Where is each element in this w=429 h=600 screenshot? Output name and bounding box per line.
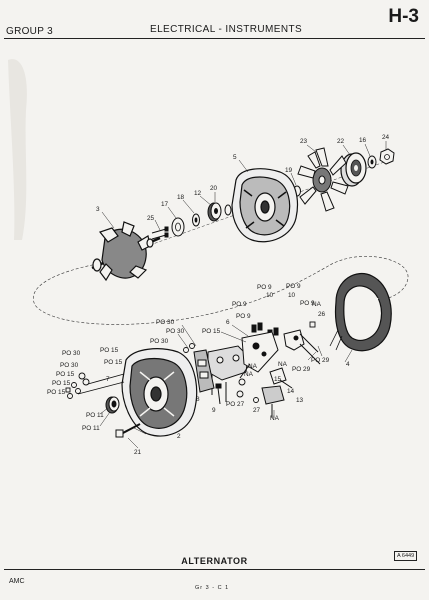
callout-17: 17 — [161, 201, 169, 208]
slip-ring-end-housing-part-2 — [121, 348, 198, 437]
heat-sink-part-6 — [239, 331, 279, 379]
callout-po15-c: PO 15 — [104, 359, 123, 366]
callout-po11-a: PO 11 — [86, 412, 104, 419]
retainer-part-17 — [171, 217, 185, 237]
callout-2: 2 — [177, 433, 181, 440]
callout-20: 20 — [210, 185, 218, 192]
callout-na-2: NA — [248, 363, 258, 370]
pulley-part-22 — [340, 152, 367, 187]
page-code: H-3 — [388, 6, 419, 27]
callout-24: 24 — [382, 134, 390, 141]
washer-part-16 — [367, 155, 377, 169]
callout-po9-c: PO 9 — [232, 301, 247, 308]
callout-po9-a: PO 9 — [257, 284, 272, 291]
callout-27: 27 — [253, 407, 261, 414]
callout-po9-b: PO 9 — [286, 283, 301, 290]
collar-part-12 — [224, 204, 232, 216]
paper-smudge — [8, 59, 27, 240]
callout-18: 18 — [177, 194, 185, 201]
callout-po11-b: PO 11 — [82, 425, 100, 432]
footer-rule — [4, 569, 425, 570]
insulator-part-26 — [309, 321, 316, 328]
bearing-part-po11 — [105, 396, 120, 414]
spacer-part-18 — [192, 213, 200, 227]
alternator-exploded-diagram: 23 22 16 24 5 19 20 12 18 17 25 3 PO 9 P… — [8, 59, 409, 456]
fasteners-part-po30 — [183, 343, 195, 353]
callout-4: 4 — [346, 361, 350, 368]
page-reference: Gr 3 - C 1 — [195, 585, 230, 591]
figure-reference: A 6449 — [394, 551, 418, 561]
callout-10-a: 10 — [266, 292, 274, 299]
bolt-part-21 — [115, 423, 141, 438]
header-rule — [4, 38, 425, 39]
callout-15: 15 — [274, 376, 282, 383]
callout-19: 19 — [285, 167, 293, 174]
figure-caption: ALTERNATOR — [181, 556, 248, 566]
callout-po29-a: PO 29 — [311, 357, 330, 364]
callout-na-3: NA — [244, 371, 254, 378]
callout-13: 13 — [296, 397, 304, 404]
capacitor-part-13 — [261, 385, 285, 418]
nut-part-24 — [379, 148, 395, 165]
callout-na-5: NA — [270, 415, 280, 422]
leader-lines — [99, 141, 387, 449]
callout-25: 25 — [147, 215, 155, 222]
callout-po30-c: PO 30 — [150, 338, 169, 345]
callout-po9-d: PO 9 — [300, 300, 315, 307]
callout-na-1: NA — [312, 301, 322, 308]
callout-8: 8 — [196, 396, 200, 403]
callout-po30-a: PO 30 — [156, 319, 175, 326]
nuts-part-na — [236, 378, 259, 403]
drive-end-housing-part-5 — [231, 168, 299, 243]
callout-po15-a: PO 15 — [202, 328, 221, 335]
callout-po30-d: PO 30 — [62, 350, 81, 357]
callout-na-4: NA — [278, 361, 288, 368]
callout-po30-b: PO 30 — [166, 328, 185, 335]
callout-po27-a: PO 27 — [226, 401, 245, 408]
callout-14: 14 — [287, 388, 295, 395]
callout-6: 6 — [226, 319, 230, 326]
callout-3: 3 — [96, 206, 100, 213]
callout-12: 12 — [194, 190, 202, 197]
callout-16: 16 — [359, 137, 367, 144]
callout-po30-e: PO 30 — [60, 362, 79, 369]
rotor-part-3 — [91, 221, 161, 282]
group-number: GROUP 3 — [6, 26, 53, 37]
callout-po9-e: PO 9 — [236, 313, 251, 320]
stator-part-4 — [329, 272, 392, 352]
brush-holder-part-8 — [193, 349, 215, 393]
clip-part-15 — [269, 367, 293, 389]
bearing-part-20 — [207, 202, 222, 222]
callout-5: 5 — [233, 154, 237, 161]
callout-po29-b: PO 29 — [292, 366, 311, 373]
callout-7: 7 — [106, 376, 110, 383]
callout-po15-d: PO 15 — [56, 371, 75, 378]
callout-26: 26 — [318, 311, 326, 318]
callout-po15-b: PO 15 — [100, 347, 119, 354]
terminal-hardware-stack — [65, 372, 125, 399]
callout-21: 21 — [134, 449, 142, 456]
publisher-mark: AMC — [9, 578, 25, 585]
callout-9: 9 — [212, 407, 216, 414]
callout-po15-f: PO 15 — [47, 389, 66, 396]
screw-part-9 — [215, 383, 222, 405]
callout-22: 22 — [337, 138, 345, 145]
terminal-bolts-part-10 — [251, 322, 279, 338]
section-title: ELECTRICAL - INSTRUMENTS — [150, 24, 303, 35]
callout-10-b: 10 — [288, 292, 296, 299]
callout-23: 23 — [300, 138, 308, 145]
callout-po15-e: PO 15 — [52, 380, 71, 387]
terminal-block-part-po9 — [283, 329, 321, 365]
screws-part-25 — [151, 226, 169, 240]
assembly-centerline — [33, 256, 409, 325]
fan-part-23 — [297, 147, 349, 212]
